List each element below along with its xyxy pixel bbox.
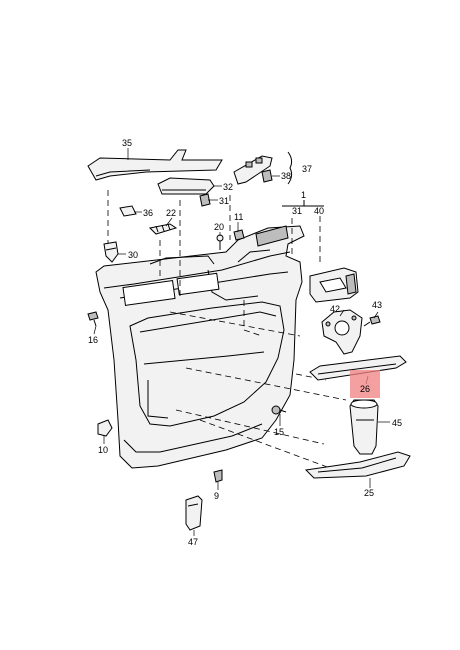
label-35: 35 — [122, 138, 132, 148]
label-10: 10 — [98, 445, 108, 455]
part-36-clip — [119, 205, 137, 217]
part-47-connector — [185, 495, 203, 531]
label-43: 43 — [372, 300, 382, 310]
label-37: 37 — [302, 164, 312, 174]
label-20: 20 — [214, 222, 224, 232]
label-15: 15 — [274, 427, 284, 437]
part-40-handle-frame — [309, 267, 359, 303]
label-31b: 31 — [292, 206, 302, 216]
label-30: 30 — [128, 250, 138, 260]
label-31a: 31 — [219, 196, 229, 206]
part-labels: 35 32 31 36 22 11 20 30 37 38 1 31 40 42… — [88, 138, 402, 547]
part-37-switch-unit — [233, 155, 273, 185]
part-43-screw — [363, 315, 381, 327]
part-31-clip — [199, 193, 211, 207]
label-25: 25 — [364, 488, 374, 498]
part-22-bracket — [148, 223, 178, 235]
part-15-screw — [271, 405, 287, 415]
label-26: 26 — [360, 384, 370, 394]
label-32: 32 — [223, 182, 233, 192]
part-16-screw — [87, 311, 99, 327]
label-1: 1 — [301, 190, 306, 200]
highlight-part-26 — [350, 370, 380, 398]
part-25-lower-strip — [304, 451, 411, 479]
part-10-clip — [97, 419, 113, 437]
part-45-grip — [349, 399, 379, 455]
label-36: 36 — [143, 208, 153, 218]
label-16: 16 — [88, 335, 98, 345]
label-45: 45 — [392, 418, 402, 428]
part-20-screw — [216, 234, 224, 250]
label-38: 38 — [281, 171, 291, 181]
part-9-screw — [213, 469, 223, 483]
part-35-cover-strip — [87, 149, 223, 181]
label-42: 42 — [330, 304, 340, 314]
part-11-clip — [233, 229, 245, 241]
part-26-trim-strip — [309, 355, 407, 381]
label-22: 22 — [166, 208, 176, 218]
label-40: 40 — [314, 206, 324, 216]
label-47: 47 — [188, 537, 198, 547]
label-brackets — [282, 151, 324, 207]
door-trim-panel — [95, 225, 305, 469]
part-42-bracket — [321, 309, 363, 355]
label-11: 11 — [234, 212, 243, 222]
part-32-cover — [157, 177, 215, 195]
part-30-clip — [103, 241, 119, 263]
label-9: 9 — [214, 491, 219, 501]
